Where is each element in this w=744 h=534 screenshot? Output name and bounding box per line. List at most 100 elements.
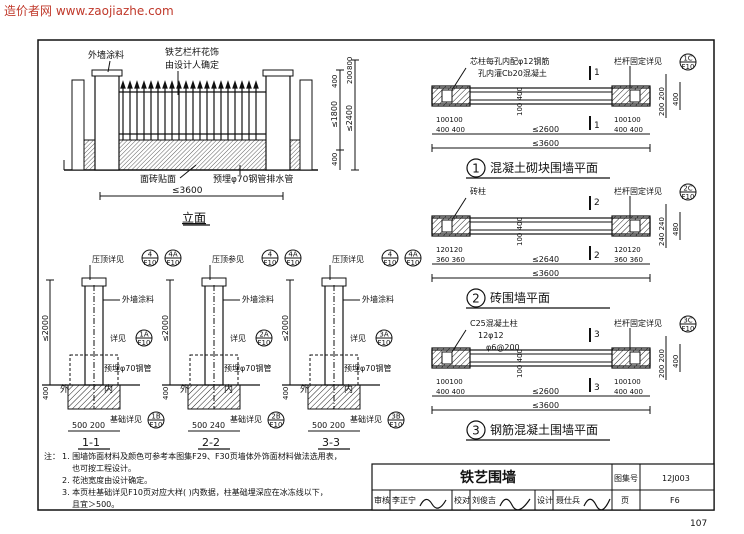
- section-detail-label: 详见: [350, 333, 366, 343]
- elevation-pipe-label: 预埋φ70钢管排水管: [213, 173, 293, 185]
- elevation-1800-dim: ≤1800: [330, 101, 339, 128]
- plan-cut-top: 2: [594, 198, 600, 208]
- section-bottom-dim: 500 200: [72, 421, 105, 430]
- rail-spear: [190, 80, 196, 89]
- elevation-paint-label: 外墙涂料: [88, 49, 124, 61]
- plan-number-circle: [466, 420, 486, 440]
- section-outside-label: 外: [300, 383, 309, 395]
- plan-total-dim: ≤3600: [532, 269, 559, 278]
- section-inside-label: 内: [104, 383, 113, 395]
- titleblock-title: 铁艺围墙: [460, 469, 516, 486]
- plan-title: 砖围墙平面: [490, 290, 550, 305]
- plan-fix-label: 栏杆固定详见: [614, 56, 662, 66]
- plan-number: 2: [472, 292, 480, 306]
- plan-note-1: 芯柱每孔内配φ12钢筋: [470, 56, 549, 66]
- plan-note-1: C25混凝土柱: [470, 318, 518, 328]
- titleblock-designer: 聂仕兵: [556, 495, 580, 505]
- rail-spear: [232, 80, 238, 89]
- section-base-ref-bottom: F10: [390, 421, 403, 429]
- titleblock-checker: 刘俊吉: [472, 495, 496, 505]
- section-400-dim: 400: [162, 387, 170, 400]
- titleblock-atlas-label: 图集号: [614, 473, 638, 483]
- section-paint-label: 外墙涂料: [122, 294, 154, 304]
- notes-line-1: 1. 围墙饰面材料及颜色可参考本图集F29、F30页墙体外饰面材料做法选用表，: [62, 451, 342, 461]
- elevation-tile-label: 面砖贴面: [140, 173, 176, 185]
- plan-total-dim: ≤3600: [532, 139, 559, 148]
- titleblock-check-label: 校对: [454, 495, 470, 505]
- section-cap-ref2-top: 4A: [408, 251, 417, 259]
- plan-number-circle: [466, 288, 486, 308]
- section-cap-ref2-bottom: F10: [167, 259, 180, 267]
- plan-small-left-dim: 100100: [436, 116, 463, 124]
- plan-cut-top: 3: [594, 330, 600, 340]
- plan-small-right2-dim: 400 400: [614, 126, 643, 134]
- section-detail-ref-bottom: F10: [378, 339, 391, 347]
- plan-cut-bottom: 2: [594, 251, 600, 261]
- plan-fix-ref-top: 2C: [683, 185, 692, 193]
- elevation-rail-label-2: 由设计人确定: [165, 59, 219, 71]
- section-detail-ref-top: 3A: [379, 331, 388, 339]
- section-base-label: 基础详见: [350, 414, 382, 424]
- section-cap-label: 压顶详见: [332, 254, 364, 264]
- titleblock-design-label: 设计: [537, 495, 553, 505]
- plan-small-right-dim: 120120: [614, 246, 641, 254]
- plan-mid-dim: ≤2640: [532, 255, 559, 264]
- page-number: 107: [690, 519, 707, 529]
- section-left-dim: ≤2000: [161, 315, 170, 342]
- plan-small-left2-dim: 400 400: [436, 388, 465, 396]
- elevation-rail-label: 铁艺栏杆花饰: [165, 46, 219, 58]
- plan-v2-dim: 200 200: [658, 349, 666, 378]
- rail-spear: [183, 80, 189, 89]
- section-detail-ref-bottom: F10: [138, 339, 151, 347]
- rail-spear: [211, 80, 217, 89]
- section-cap-ref2-top: 4A: [168, 251, 177, 259]
- section-left-dim: ≤2000: [281, 315, 290, 342]
- section-outside-label: 外: [60, 383, 69, 395]
- section-left-dim: ≤2000: [41, 315, 50, 342]
- plan-mid-dim: ≤2600: [532, 125, 559, 134]
- plan-note-2: 12φ12: [478, 331, 504, 340]
- plan-small-left-dim: 120120: [436, 246, 463, 254]
- checker-signature: [499, 498, 531, 511]
- reviewer-signature: [419, 498, 447, 509]
- section-cap-label: 压顶详见: [92, 254, 124, 264]
- plan-small-right-dim: 100100: [614, 116, 641, 124]
- plan-fix-ref-bottom: F10: [682, 325, 695, 333]
- rail-spear: [148, 80, 154, 89]
- plan-fix-label: 栏杆固定详见: [614, 318, 662, 328]
- plan-small-left2-dim: 400 400: [436, 126, 465, 134]
- section-cap-ref-top: 4: [268, 251, 273, 259]
- titleblock-page-label: 页: [621, 496, 629, 505]
- section-base-ref-bottom: F10: [150, 421, 163, 429]
- section-base-ref-top: 3B: [391, 413, 400, 421]
- section-cap-ref-top: 4: [388, 251, 393, 259]
- section-base-label: 基础详见: [230, 414, 262, 424]
- rail-spear: [155, 80, 161, 89]
- plan-cut-top: 1: [594, 68, 600, 78]
- rail-spear: [134, 80, 140, 89]
- titleblock-page-value: F6: [670, 496, 680, 505]
- elevation-400b-dim: 400: [331, 153, 339, 166]
- plan-total-dim: ≤3600: [532, 401, 559, 410]
- elevation-800-dim: 800: [346, 57, 354, 70]
- rail-spear: [127, 80, 133, 89]
- sheet-frame: [37, 39, 715, 511]
- plan-note-2: 孔内灌Cb20混凝土: [478, 68, 547, 78]
- section-cap-ref-top: 4: [148, 251, 153, 259]
- plan-small-left-dim: 100100: [436, 378, 463, 386]
- section-cap-ref2-top: 4A: [288, 251, 297, 259]
- section-bottom-dim: 500 240: [192, 421, 225, 430]
